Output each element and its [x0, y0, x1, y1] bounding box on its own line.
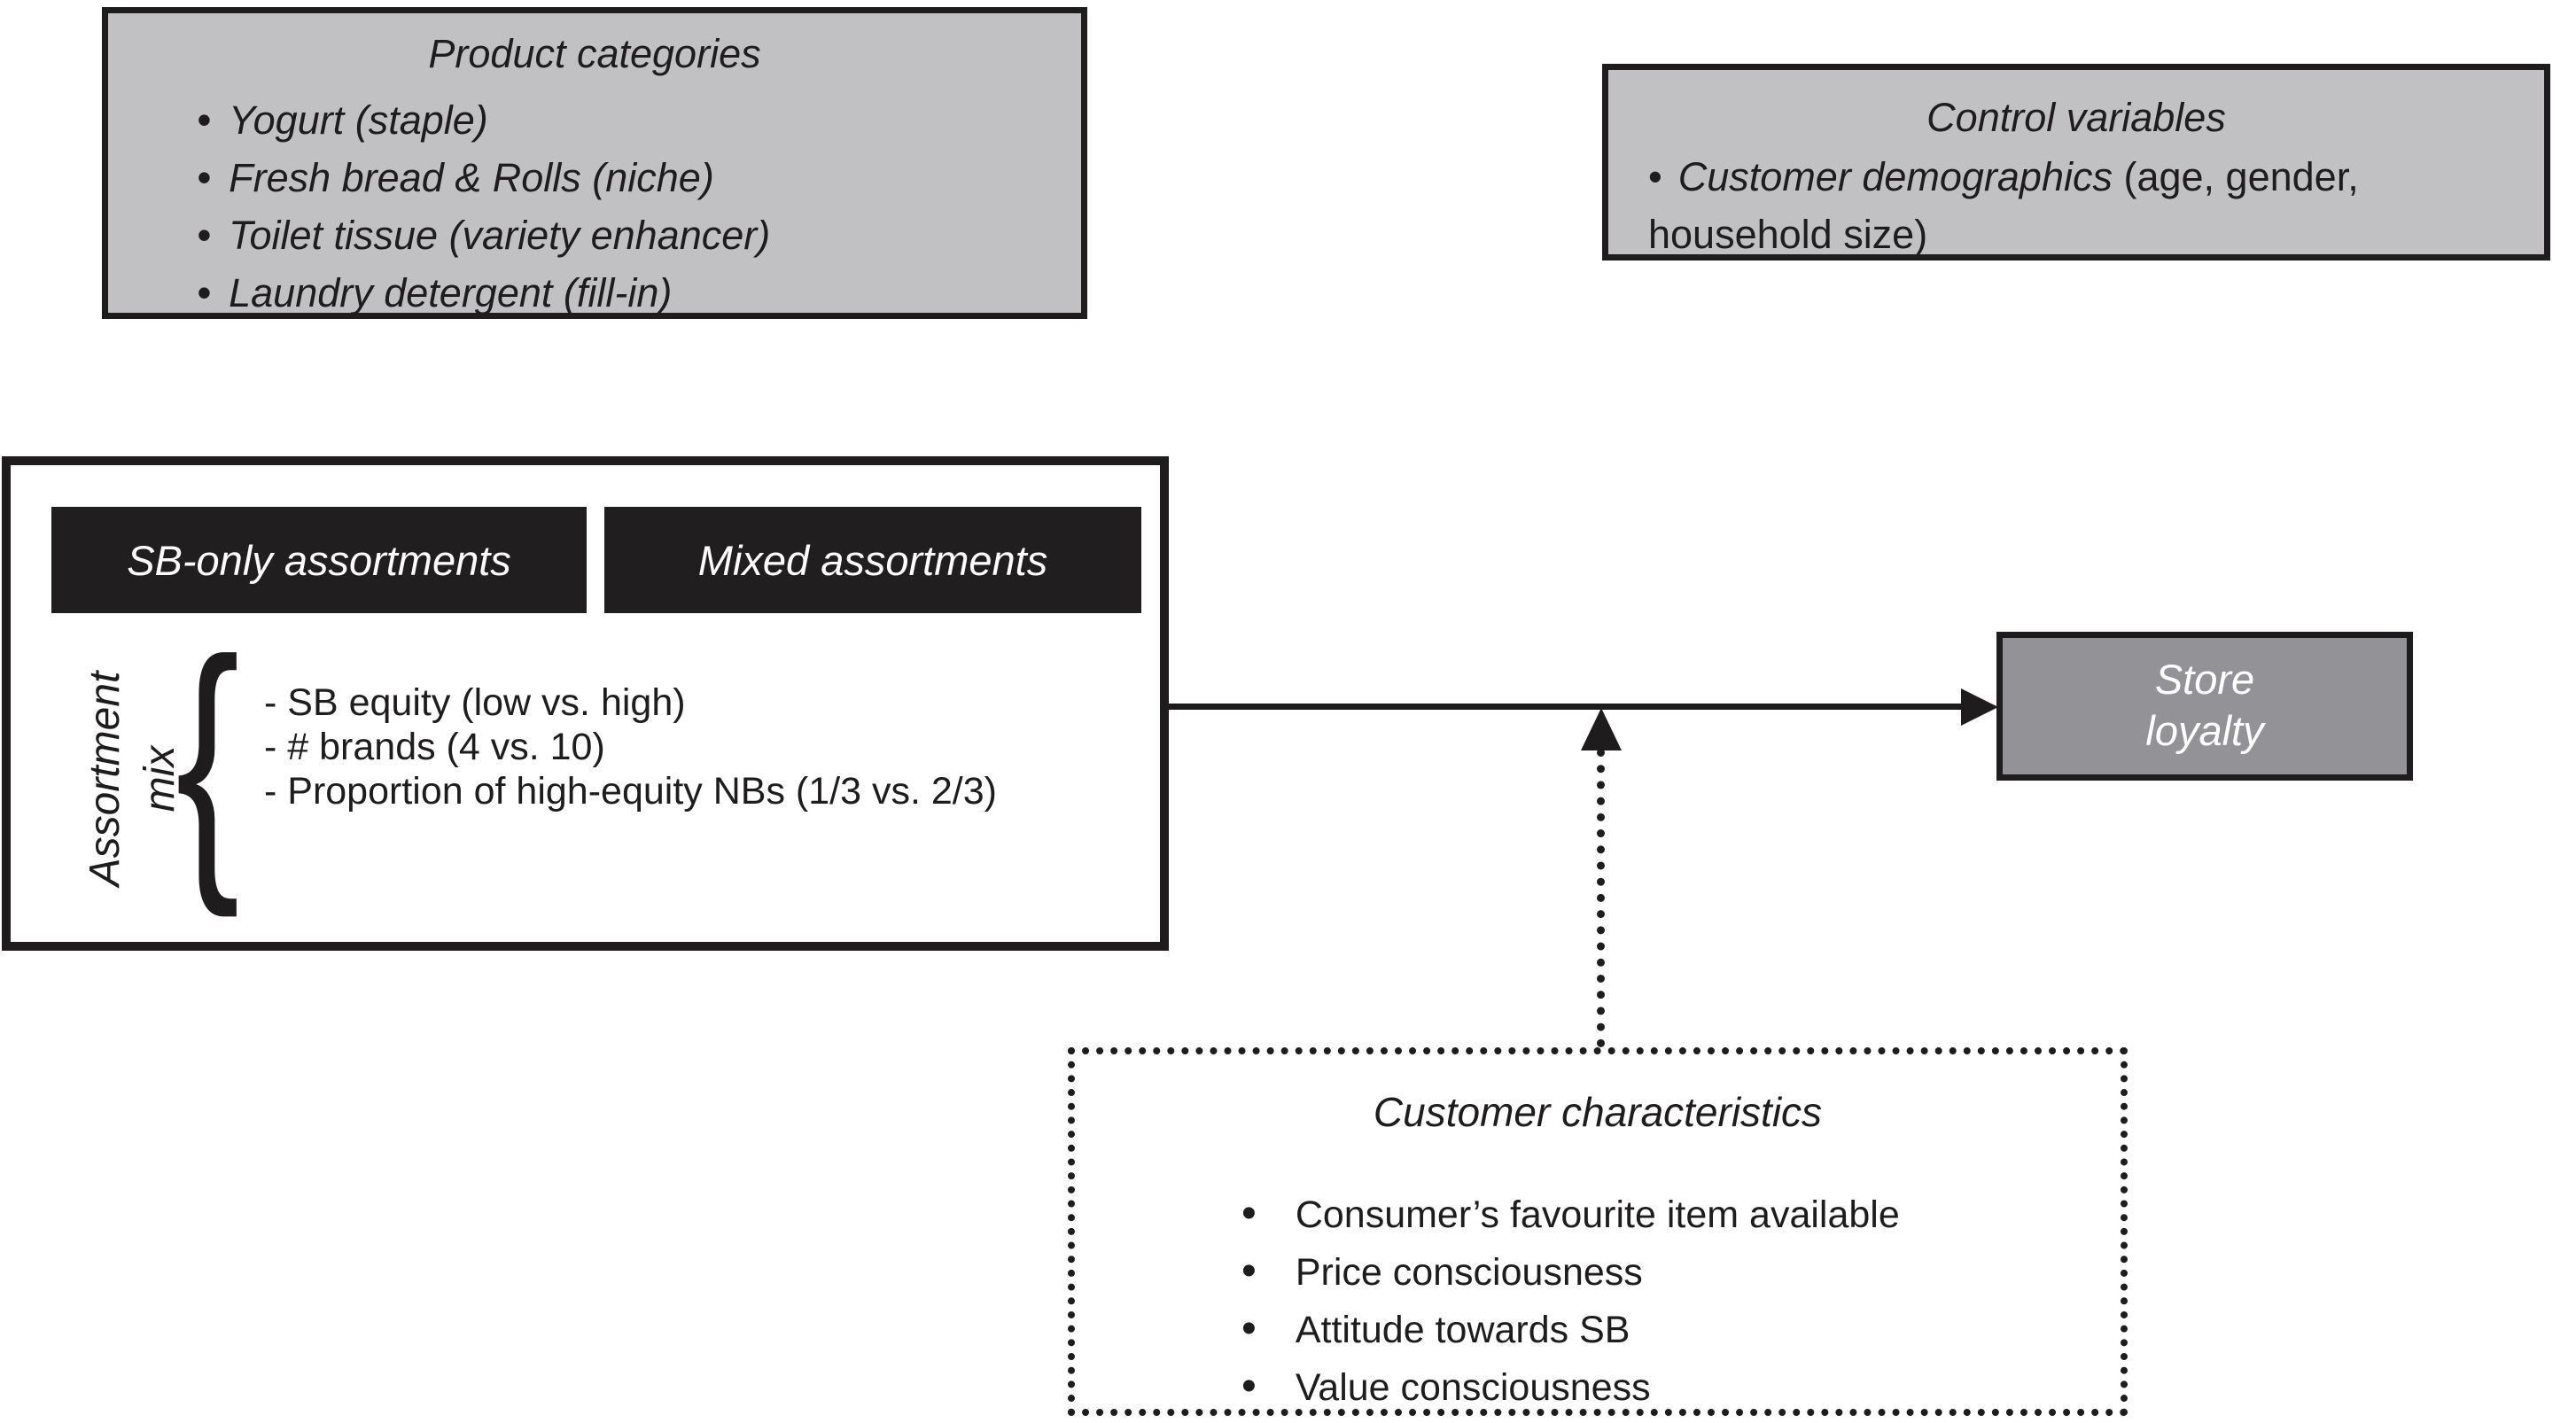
bullet-icon: •	[197, 154, 212, 200]
bullet-icon: •	[1241, 1190, 1257, 1237]
store-loyalty-line1: Store	[2154, 656, 2255, 703]
bullet-icon: •	[197, 212, 212, 258]
customer-characteristics-list: • Consumer’s favourite item available • …	[1241, 1186, 2103, 1416]
control-variables-title: Control variables	[1926, 95, 2226, 140]
customer-characteristics-title: Customer characteristics	[1373, 1089, 1823, 1135]
dotted-arrow-head-icon	[1581, 708, 1622, 750]
list-item: • Yogurt (staple)	[197, 91, 1063, 149]
assortment-mix-label-line1: Assortment	[82, 671, 128, 887]
bullet-icon: •	[1241, 1363, 1257, 1410]
list-item-label: Attitude towards SB	[1295, 1309, 1630, 1351]
control-variables-box: Control variables • Customer demographics…	[1602, 64, 2550, 260]
control-variables-item-regular: (age, gender, household size)	[1648, 154, 2359, 257]
product-categories-box: Product categories • Yogurt (staple) • F…	[102, 7, 1087, 319]
list-item: • Attitude towards SB	[1241, 1301, 2103, 1358]
factor-item: - # brands (4 vs. 10)	[264, 726, 605, 768]
bullet-icon: •	[1241, 1248, 1257, 1295]
bullet-icon: •	[1241, 1305, 1257, 1352]
bullet-icon: •	[197, 97, 212, 143]
list-item: • Price consciousness	[1241, 1243, 2103, 1301]
list-item: • Value consciousness	[1241, 1358, 2103, 1416]
list-item-label: Consumer’s favourite item available	[1295, 1194, 1900, 1236]
arrow-head-icon	[1961, 688, 1998, 726]
bullet-icon: •	[197, 269, 212, 315]
list-item: • Toilet tissue (variety enhancer)	[197, 206, 1063, 264]
list-item: • Laundry detergent (fill-in)	[197, 264, 1063, 322]
bullet-icon: •	[1648, 154, 1662, 199]
assortment-mix-label: Assortment mix	[78, 628, 191, 929]
arrow-line	[1169, 704, 1965, 710]
customer-characteristics-box: Customer characteristics • Consumer’s fa…	[1068, 1047, 2128, 1416]
product-categories-list: • Yogurt (staple) • Fresh bread & Rolls …	[197, 91, 1063, 322]
list-item-label: Laundry detergent (fill-in)	[229, 270, 673, 315]
list-item-label: Value consciousness	[1295, 1366, 1651, 1409]
assortment-factors: - SB equity (low vs. high) - # brands (4…	[264, 680, 997, 813]
store-loyalty-line2: loyalty	[2145, 707, 2264, 754]
assortment-mix-box: SB-only assortments Mixed assortments As…	[2, 456, 1169, 951]
factor-item: - Proportion of high-equity NBs (1/3 vs.…	[264, 770, 997, 813]
control-variables-item: • Customer demographics (age, gender, hou…	[1648, 148, 2503, 263]
factor-item: - SB equity (low vs. high)	[264, 681, 686, 724]
control-variables-item-italic: Customer demographics	[1677, 154, 2113, 199]
header-sb-only-label: SB-only assortments	[127, 536, 511, 584]
header-sb-only-assortments: SB-only assortments	[51, 507, 587, 613]
list-item-label: Fresh bread & Rolls (niche)	[229, 155, 714, 200]
store-loyalty-box: Store loyalty	[1996, 632, 2413, 781]
header-mixed-assortments: Mixed assortments	[604, 507, 1141, 613]
header-mixed-label: Mixed assortments	[697, 536, 1048, 584]
list-item: • Fresh bread & Rolls (niche)	[197, 149, 1063, 206]
list-item-label: Yogurt (staple)	[229, 97, 488, 143]
list-item-label: Price consciousness	[1295, 1251, 1643, 1294]
list-item-label: Toilet tissue (variety enhancer)	[229, 213, 771, 258]
list-item: • Consumer’s favourite item available	[1241, 1186, 2103, 1243]
dotted-arrow-line	[1597, 749, 1605, 1047]
brace-icon: {	[175, 601, 240, 918]
product-categories-title: Product categories	[428, 31, 761, 76]
